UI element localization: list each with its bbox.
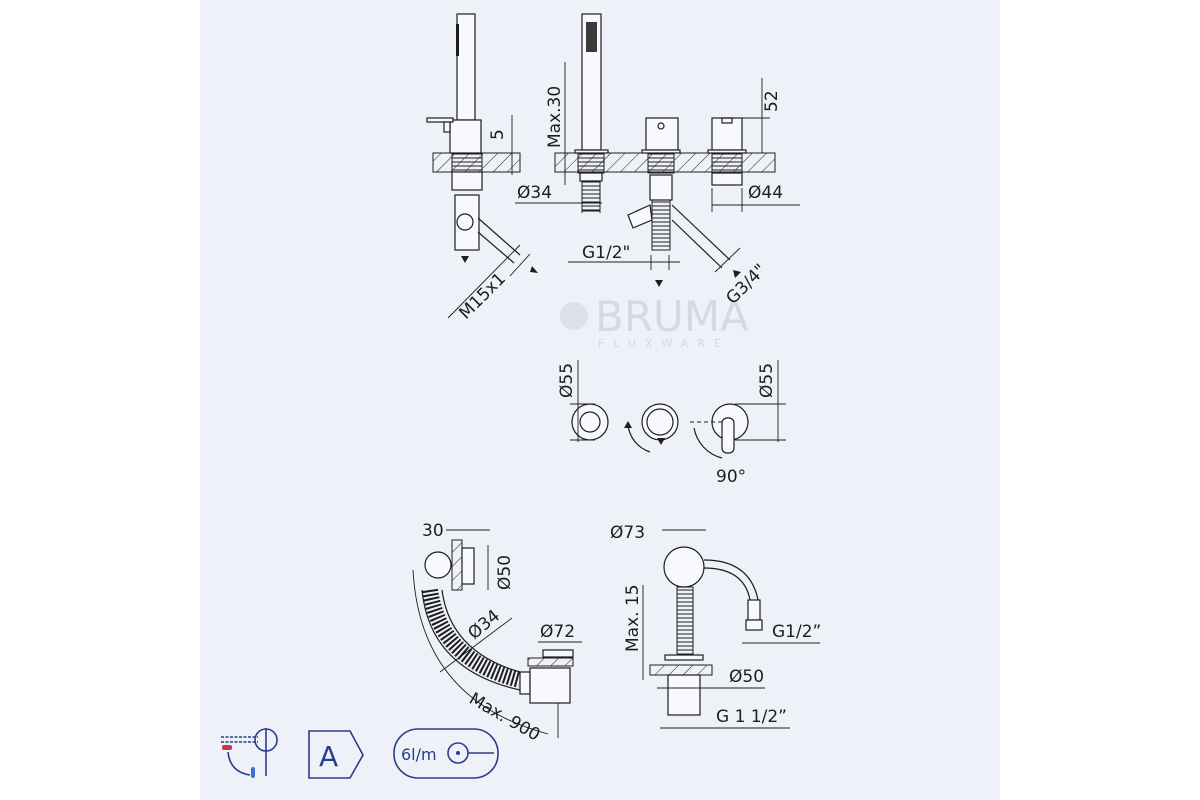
dimension-label: Ø50 xyxy=(729,667,764,687)
dimension-label: Ø34 xyxy=(517,183,552,203)
dimension-label: Ø72 xyxy=(540,622,575,642)
dimension-label: G1/2" xyxy=(582,243,630,263)
dimension-label: 5 xyxy=(488,129,508,140)
bath-filler-view: Ø73 Max. 15 G1/2” Ø50 G 1 1/2” xyxy=(610,523,821,729)
watermark-tagline: FLUXWARE xyxy=(598,337,730,350)
watermark-drop-icon xyxy=(560,302,588,330)
flow-rate-badge: 6l/m xyxy=(393,728,499,779)
thermostatic-icon xyxy=(221,728,278,778)
watermark-name: BRUMA xyxy=(595,292,749,341)
energy-class-badge: A xyxy=(308,730,364,779)
dimension-label: 52 xyxy=(762,90,782,112)
dimension-label: Ø73 xyxy=(610,523,645,543)
dimension-label: Ø50 xyxy=(495,555,515,590)
dimension-label: 30 xyxy=(422,521,444,541)
brand-watermark: BRUMA FLUXWARE xyxy=(560,292,749,350)
dimension-label: Ø55 xyxy=(557,363,577,398)
dimension-label: Max. 15 xyxy=(623,584,643,652)
dimension-label: Ø55 xyxy=(757,363,777,398)
plates-front-view: 90° Ø55 Ø55 xyxy=(557,360,786,487)
dimension-label: Max.30 xyxy=(545,86,565,148)
dimension-label: G1/2” xyxy=(772,622,821,642)
energy-class-label: A xyxy=(319,740,338,773)
dimension-label: G 1 1/2” xyxy=(716,707,787,727)
dimension-label: Ø44 xyxy=(748,183,783,203)
flow-rate-label: 6l/m xyxy=(401,745,437,764)
dimension-label: 90° xyxy=(716,467,746,487)
